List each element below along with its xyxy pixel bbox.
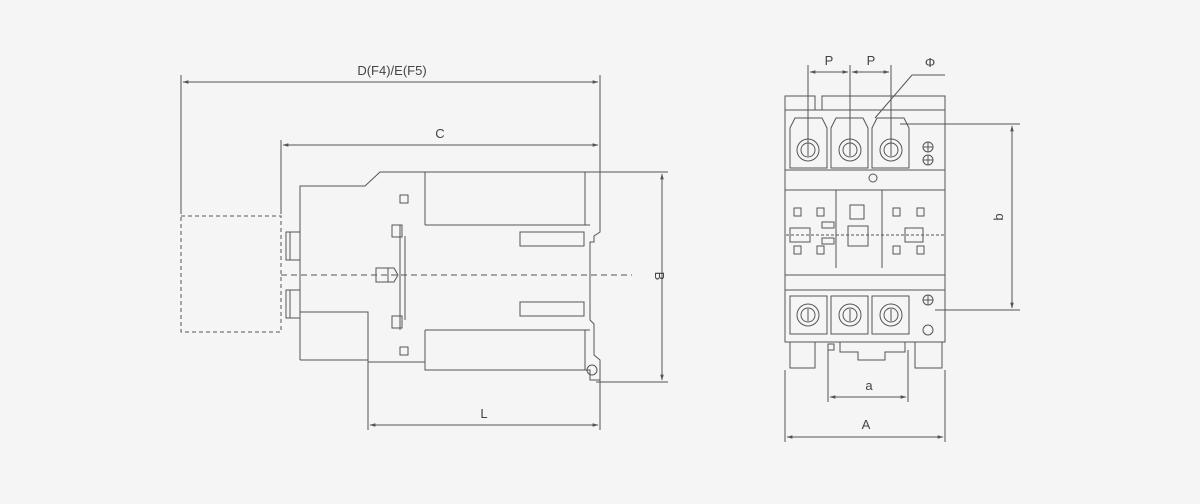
dim-label-b: B <box>652 272 667 281</box>
side-view <box>180 75 668 430</box>
front-body-outline <box>784 109 946 343</box>
dim-label-l: L <box>480 406 487 421</box>
bottom-terminal-2 <box>830 295 869 335</box>
bottom-terminal-3 <box>871 295 910 335</box>
dim-label-p-right: P <box>867 53 876 68</box>
mounting-rail-clip <box>789 342 816 369</box>
body-outline <box>299 171 601 381</box>
accessory-outline <box>180 215 282 333</box>
front-view <box>784 65 1020 442</box>
dim-label-a-lower: a <box>865 378 873 393</box>
bottom-terminal-1 <box>789 295 828 335</box>
dim-label-b-lower: b <box>991 213 1006 220</box>
dim-label-d-e: D(F4)/E(F5) <box>357 63 426 78</box>
dim-label-a-upper: A <box>862 417 871 432</box>
dim-label-c: C <box>435 126 444 141</box>
dim-label-p-left: P <box>825 53 834 68</box>
dim-label-phi: Φ <box>925 55 935 70</box>
